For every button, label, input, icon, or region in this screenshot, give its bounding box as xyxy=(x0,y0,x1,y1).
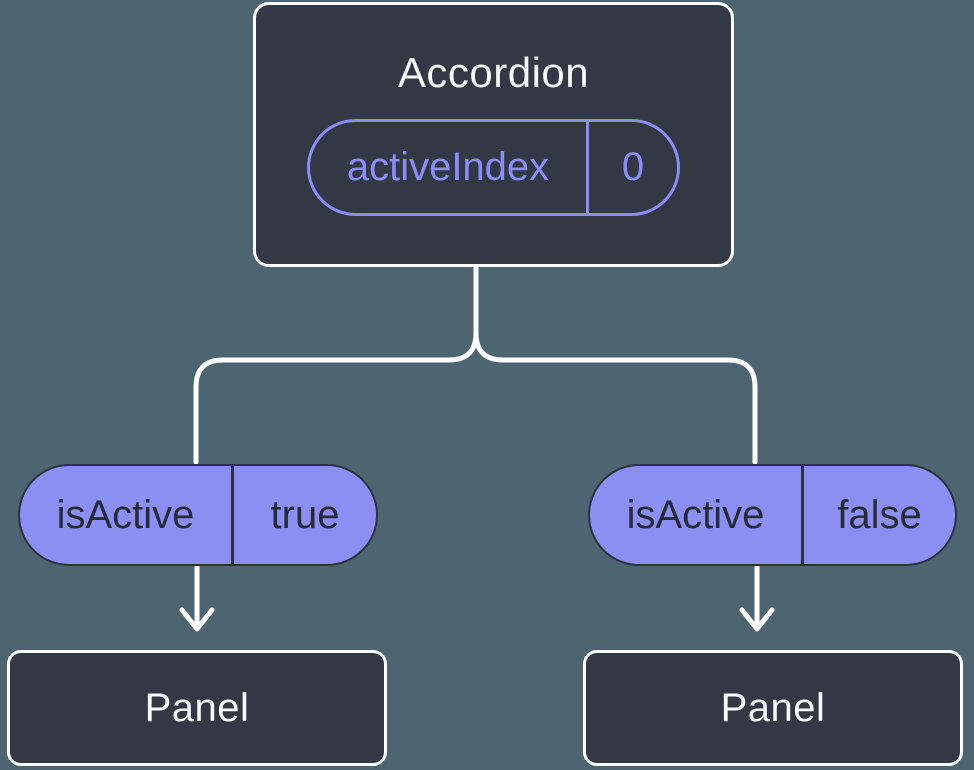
prop-pill-right-label: isActive xyxy=(590,466,804,564)
prop-pill-right-value: false xyxy=(837,492,922,537)
prop-pill-left: isActive true xyxy=(18,464,378,566)
state-pill-label: activeIndex xyxy=(310,122,589,213)
prop-pill-left-value: true xyxy=(270,492,340,537)
state-pill-value: 0 xyxy=(621,145,645,189)
accordion-node: Accordion activeIndex 0 xyxy=(253,2,734,267)
branch-left-line xyxy=(193,263,479,465)
prop-pill-left-label: isActive xyxy=(20,466,234,564)
panel-node-left: Panel xyxy=(7,650,387,766)
branch-right-line xyxy=(473,263,758,465)
panel-node-right: Panel xyxy=(583,650,963,766)
arrow-left-head-icon xyxy=(179,607,215,632)
panel-node-right-title: Panel xyxy=(720,685,826,730)
state-pill: activeIndex 0 xyxy=(307,119,680,216)
arrow-right-head-icon xyxy=(739,607,775,632)
panel-node-left-title: Panel xyxy=(144,685,250,730)
accordion-node-title: Accordion xyxy=(397,49,590,96)
prop-pill-right: isActive false xyxy=(588,464,957,566)
